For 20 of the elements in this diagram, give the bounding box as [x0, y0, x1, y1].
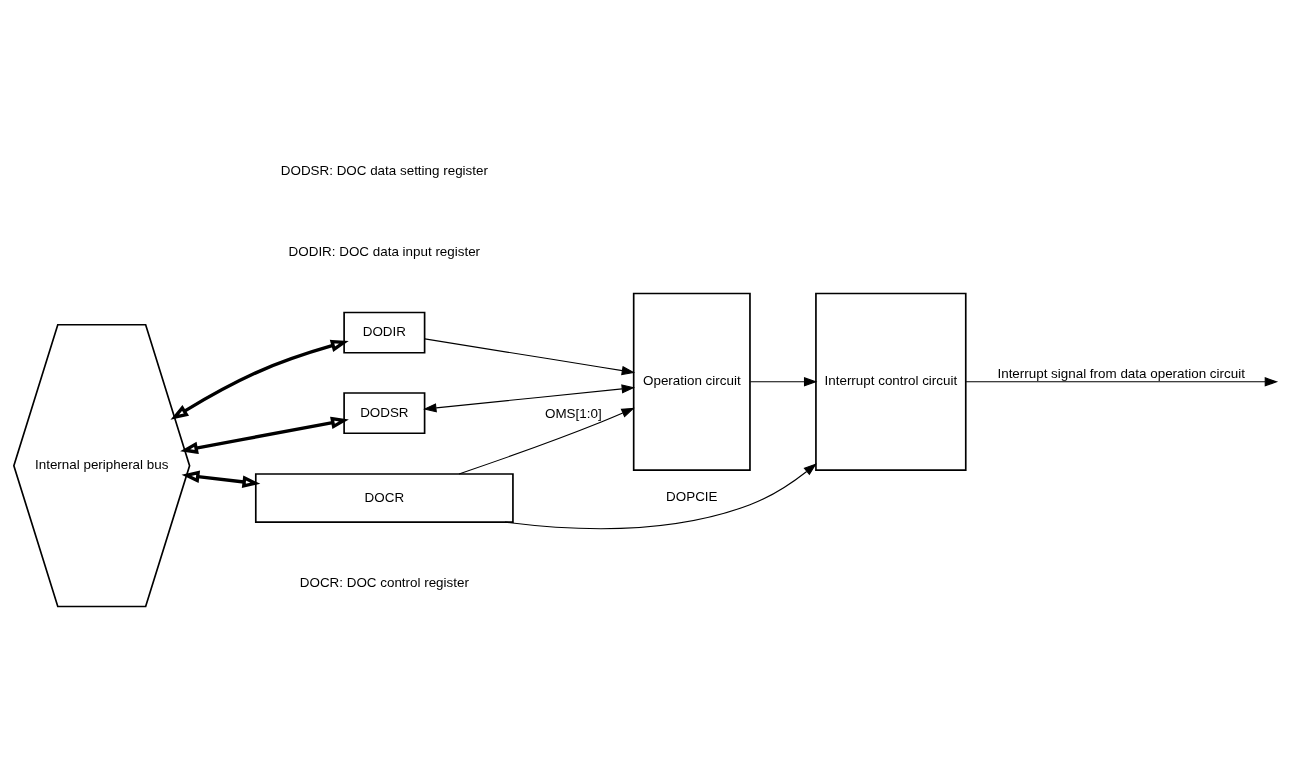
arrow — [423, 384, 636, 413]
arrow — [170, 339, 349, 420]
arrow — [180, 416, 349, 455]
node-box: DODIR — [343, 311, 426, 354]
arrow — [965, 377, 1279, 387]
node-box: DOCR — [254, 473, 514, 523]
arrow — [424, 338, 636, 376]
arrow — [504, 463, 817, 530]
label: DOCR: DOC control register — [299, 574, 469, 590]
arrow — [181, 470, 261, 489]
arrow — [458, 407, 635, 475]
node-box: Operation circuit — [632, 292, 751, 471]
arrow — [749, 377, 818, 387]
edge-label: Interrupt signal from data operation circuit — [997, 365, 1245, 381]
node-box: DODSR — [343, 392, 426, 435]
edge-label: OMS[1:0] — [545, 406, 602, 422]
edge-label: DOPCIE — [666, 488, 718, 504]
label: DODIR: DOC data input register — [288, 243, 481, 259]
label: DODSR: DOC data setting register — [280, 163, 488, 179]
node-box: Interrupt control circuit — [815, 292, 967, 471]
